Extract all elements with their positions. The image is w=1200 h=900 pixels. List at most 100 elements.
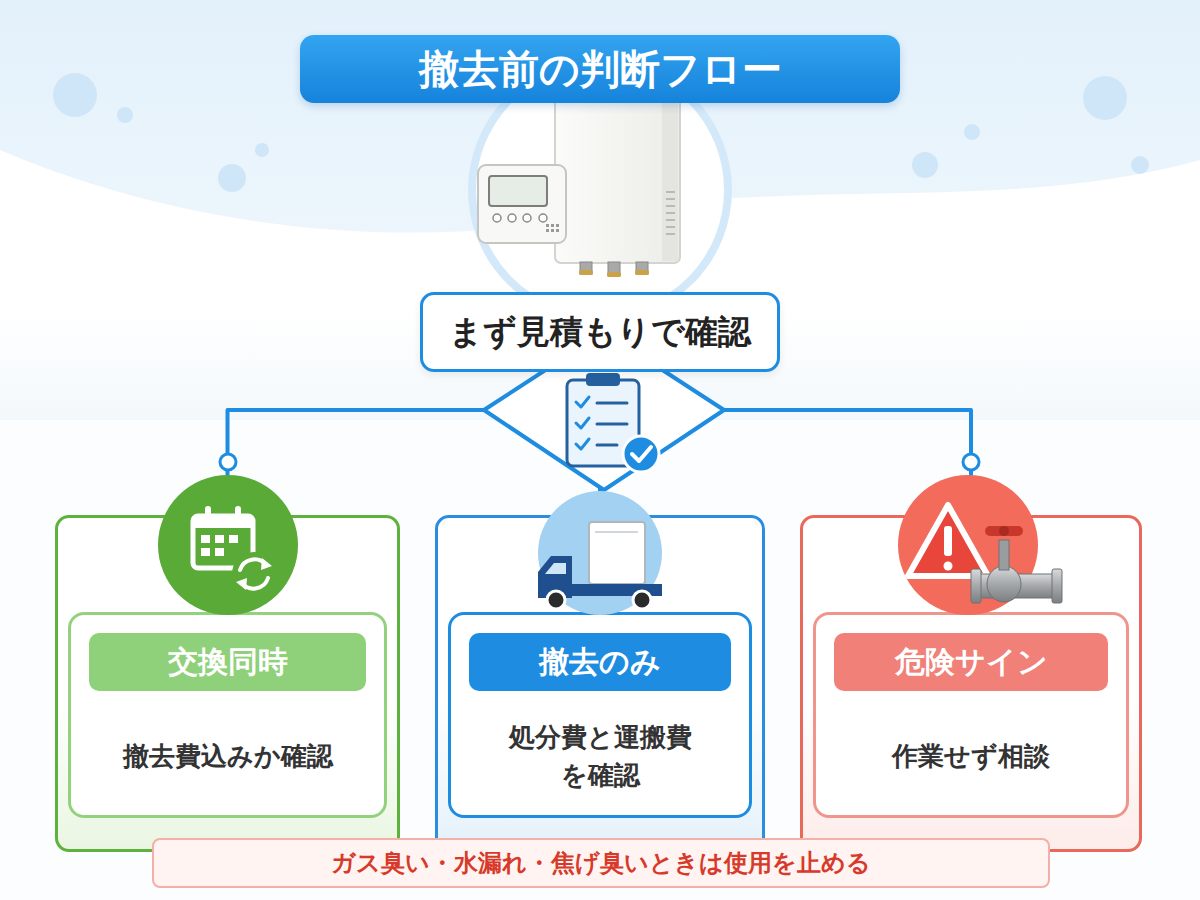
water-heater-illustration: [508, 214, 516, 222]
bubbles: [53, 73, 97, 117]
warning-icon: [898, 475, 1038, 615]
water-heater-illustration: [580, 262, 648, 276]
water-heater-illustration: [579, 270, 649, 277]
junction-dot: [220, 454, 236, 470]
bubbles: [1131, 156, 1149, 174]
option-label: 交換同時: [89, 633, 366, 691]
valve-icon: [987, 566, 1021, 602]
valve-icon: [999, 526, 1009, 536]
truck-icon: [547, 591, 565, 609]
water-heater-illustration: [546, 224, 559, 232]
bubbles: [255, 143, 269, 157]
water-heater-illustration: [666, 192, 675, 234]
water-heater-illustration: [579, 270, 593, 275]
bubbles: [912, 152, 938, 178]
truck-icon: [595, 531, 638, 533]
junction-dot: [963, 454, 979, 470]
water-heater-illustration: [666, 198, 675, 200]
truck-icon: [633, 591, 651, 609]
option-card: 危険サイン作業せず相談: [800, 515, 1142, 852]
water-heater-illustration: [666, 219, 675, 221]
calendar-icon: [240, 559, 266, 570]
checklist-icon: [597, 444, 617, 447]
calendar-icon: [201, 548, 210, 556]
option-label: 撤去のみ: [469, 633, 731, 691]
water-heater-illustration: [555, 95, 680, 263]
option-text: 処分費と運搬費 を確認: [500, 719, 700, 794]
body-area: 作業せず相談: [824, 705, 1118, 809]
title-banner: 撤去前の判断フロー: [300, 35, 900, 103]
truck-icon: [566, 584, 662, 596]
calendar-icon: [158, 475, 298, 615]
inner-panel: 撤去のみ処分費と運搬費 を確認: [448, 612, 752, 818]
calendar-icon: [193, 516, 253, 528]
water-heater-illustration: [666, 233, 675, 235]
water-heater-illustration: [607, 272, 621, 277]
water-heater-illustration: [551, 224, 554, 227]
water-heater-illustration: [551, 229, 554, 232]
water-heater-illustration: [666, 191, 675, 193]
warning-icon: [898, 475, 1038, 615]
valve-icon: [975, 574, 1060, 598]
water-heater-illustration: [478, 165, 566, 243]
warning-icon: [944, 526, 952, 556]
calendar-icon: [235, 506, 241, 522]
checklist-icon: [576, 439, 589, 449]
bubbles: [964, 124, 980, 140]
body-area: 処分費と運搬費 を確認: [459, 705, 741, 809]
water-heater-illustration: [635, 270, 649, 275]
truck-icon: [538, 556, 572, 598]
water-heater-illustration: [666, 226, 675, 228]
calendar-icon: [215, 535, 224, 543]
calendar-icon: [261, 558, 272, 570]
water-heater-illustration: [493, 214, 547, 222]
warning-band: ガス臭い・水漏れ・焦げ臭いときは使用を止める: [152, 838, 1050, 888]
warning-icon: [944, 562, 953, 571]
calendar-icon: [229, 535, 238, 543]
water-heater-illustration: [608, 262, 620, 276]
option-text: 撤去費込みか確認: [123, 738, 333, 776]
calendar-icon: [215, 548, 224, 556]
water-heater-illustration: [580, 262, 592, 274]
box-text: まず見積もりで確認: [449, 310, 751, 355]
water-heater-illustration: [546, 229, 549, 232]
bubbles: [1083, 76, 1127, 120]
water-heater-illustration: [556, 229, 559, 232]
checklist-icon: [576, 397, 589, 407]
water-heater-illustration: [493, 214, 501, 222]
water-heater-illustration: [556, 224, 559, 227]
checklist-icon: [597, 423, 627, 426]
checklist-icon: [597, 402, 627, 405]
truck-icon: [589, 522, 645, 584]
checklist-icon: [632, 447, 651, 461]
truck-icon: [545, 563, 566, 574]
water-heater-illustration: [489, 176, 547, 206]
option-card: 交換同時撤去費込みか確認: [55, 515, 400, 852]
calendar-icon: [158, 475, 298, 615]
bubbles: [117, 107, 133, 123]
inner-panel: 危険サイン作業せず相談: [813, 612, 1129, 818]
option-text: 作業せず相談: [892, 738, 1050, 776]
truck-icon: [538, 491, 662, 615]
water-heater-illustration: [662, 97, 678, 261]
water-heater-illustration: [546, 224, 549, 227]
valve-icon: [971, 526, 1062, 603]
water-heater-illustration: [666, 205, 675, 207]
warning-icon: [908, 505, 988, 576]
water-heater-illustration: [636, 262, 648, 274]
sky-band: [0, 0, 1200, 420]
body-area: 撤去費込みか確認: [79, 705, 376, 809]
calendar-icon: [201, 535, 210, 543]
calendar-icon: [201, 535, 238, 556]
checklist-icon: [576, 418, 589, 428]
option-card: 撤去のみ処分費と運搬費 を確認: [435, 515, 765, 852]
checklist-icon: [576, 397, 589, 449]
process-box: まず見積もりで確認: [420, 292, 780, 372]
water-heater-illustration: [523, 214, 531, 222]
calendar-icon: [236, 578, 247, 590]
valve-icon: [1052, 569, 1062, 603]
calendar-icon: [232, 552, 276, 596]
water-heater-illustration: [666, 212, 675, 214]
water-heater-illustration: [539, 214, 547, 222]
